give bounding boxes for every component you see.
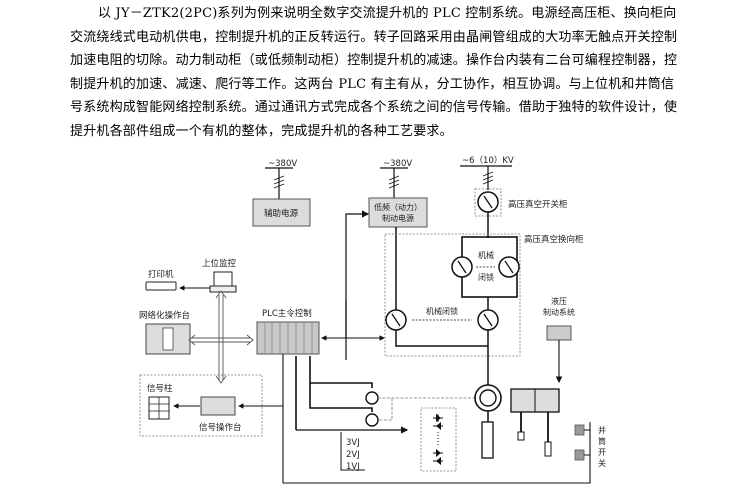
lowfreq-brake-label-2: 制动电源 bbox=[382, 213, 414, 223]
mech-interlock-bottom-label: 机械闭锁 bbox=[426, 306, 458, 316]
relay-1vj-label: 1VJ bbox=[346, 462, 360, 472]
shaft-switch-char-3: 开 bbox=[598, 448, 606, 457]
supply-380v-brake-label: ~380V bbox=[383, 159, 412, 169]
three-phase-icon bbox=[388, 175, 400, 189]
plc-main-label: PLC主令控制 bbox=[262, 308, 312, 319]
shaft-switch-icon bbox=[574, 449, 585, 461]
monitor-icon bbox=[213, 271, 233, 287]
signal-console-label: 信号操作台 bbox=[199, 422, 242, 433]
ac-generator-icon bbox=[365, 413, 379, 427]
supply-hv-label: ~6（10）KV bbox=[462, 155, 514, 166]
relay-3vj-label: 3VJ bbox=[346, 438, 360, 448]
thyristor-box bbox=[420, 407, 457, 472]
plc-wiring: 3VJ 2VJ 1VJ bbox=[282, 354, 591, 484]
aux-power-label: 辅助电源 bbox=[264, 208, 299, 219]
printer-label: 打印机 bbox=[148, 269, 174, 280]
printer-icon bbox=[145, 281, 177, 291]
hydraulic-group: 液压 制动系统 bbox=[543, 296, 575, 384]
hv-switch-cabinet-box bbox=[474, 188, 502, 217]
signal-column-label: 信号柱 bbox=[147, 383, 173, 394]
hv-reversing-cabinet-box bbox=[384, 233, 521, 357]
lowfreq-brake-group: ~380V 低频（动力） 制动电源 bbox=[345, 159, 428, 360]
supply-380v-aux-label: ~380V bbox=[268, 159, 297, 169]
three-phase-icon bbox=[273, 175, 285, 189]
thyristor-icon bbox=[436, 414, 441, 465]
dc-motor-icon bbox=[365, 391, 379, 405]
mech-interlock-top-label-1: 机械 bbox=[478, 250, 494, 260]
hydraulic-unit-icon bbox=[546, 325, 572, 341]
plc-group: PLC主令控制 bbox=[256, 300, 385, 355]
lowfreq-brake-box bbox=[368, 197, 428, 228]
signal-group: 信号柱 信号操作台 bbox=[139, 374, 283, 437]
host-monitor-label: 上位监控 bbox=[202, 258, 237, 269]
mech-interlock-top-label-2: 闭锁 bbox=[478, 272, 494, 282]
hv-reversing-cabinet-label: 高压真空换向柜 bbox=[524, 234, 584, 245]
shaft-switch-icon bbox=[574, 424, 585, 436]
shaft-switch-char-2: 筒 bbox=[598, 436, 606, 446]
shaft-switch-char-4: 关 bbox=[598, 458, 606, 468]
hydraulic-label-2: 制动系统 bbox=[543, 307, 575, 317]
resistor-icon bbox=[481, 421, 494, 459]
host-group: 上位监控 打印机 网络化操作台 bbox=[139, 258, 254, 384]
lowfreq-brake-label-1: 低频（动力） bbox=[374, 202, 422, 212]
network-console-label: 网络化操作台 bbox=[139, 310, 190, 321]
three-phase-icon bbox=[482, 171, 494, 185]
hoist-group bbox=[474, 384, 560, 459]
hv-reversing-group: 高压真空换向柜 机械 闭锁 机械闭锁 bbox=[384, 233, 584, 388]
shaft-switch-group: 井 筒 开 关 bbox=[574, 422, 606, 483]
aux-power-box bbox=[252, 198, 311, 227]
shaft-switch-char-1: 井 bbox=[598, 425, 606, 435]
hv-switch-group: ~6（10）KV 高压真空开关柜 bbox=[460, 155, 568, 238]
hv-switch-cabinet-label: 高压真空开关柜 bbox=[508, 199, 568, 210]
signal-console-icon bbox=[200, 396, 236, 416]
hydraulic-label-1: 液压 bbox=[551, 296, 567, 306]
aux-power-group: ~380V 辅助电源 bbox=[252, 159, 311, 227]
body-paragraph: 以 JY－ZTK2(2PC)系列为例来说明全数字交流提升机的 PLC 控制系统。… bbox=[70, 6, 678, 139]
relay-2vj-label: 2VJ bbox=[346, 450, 360, 460]
